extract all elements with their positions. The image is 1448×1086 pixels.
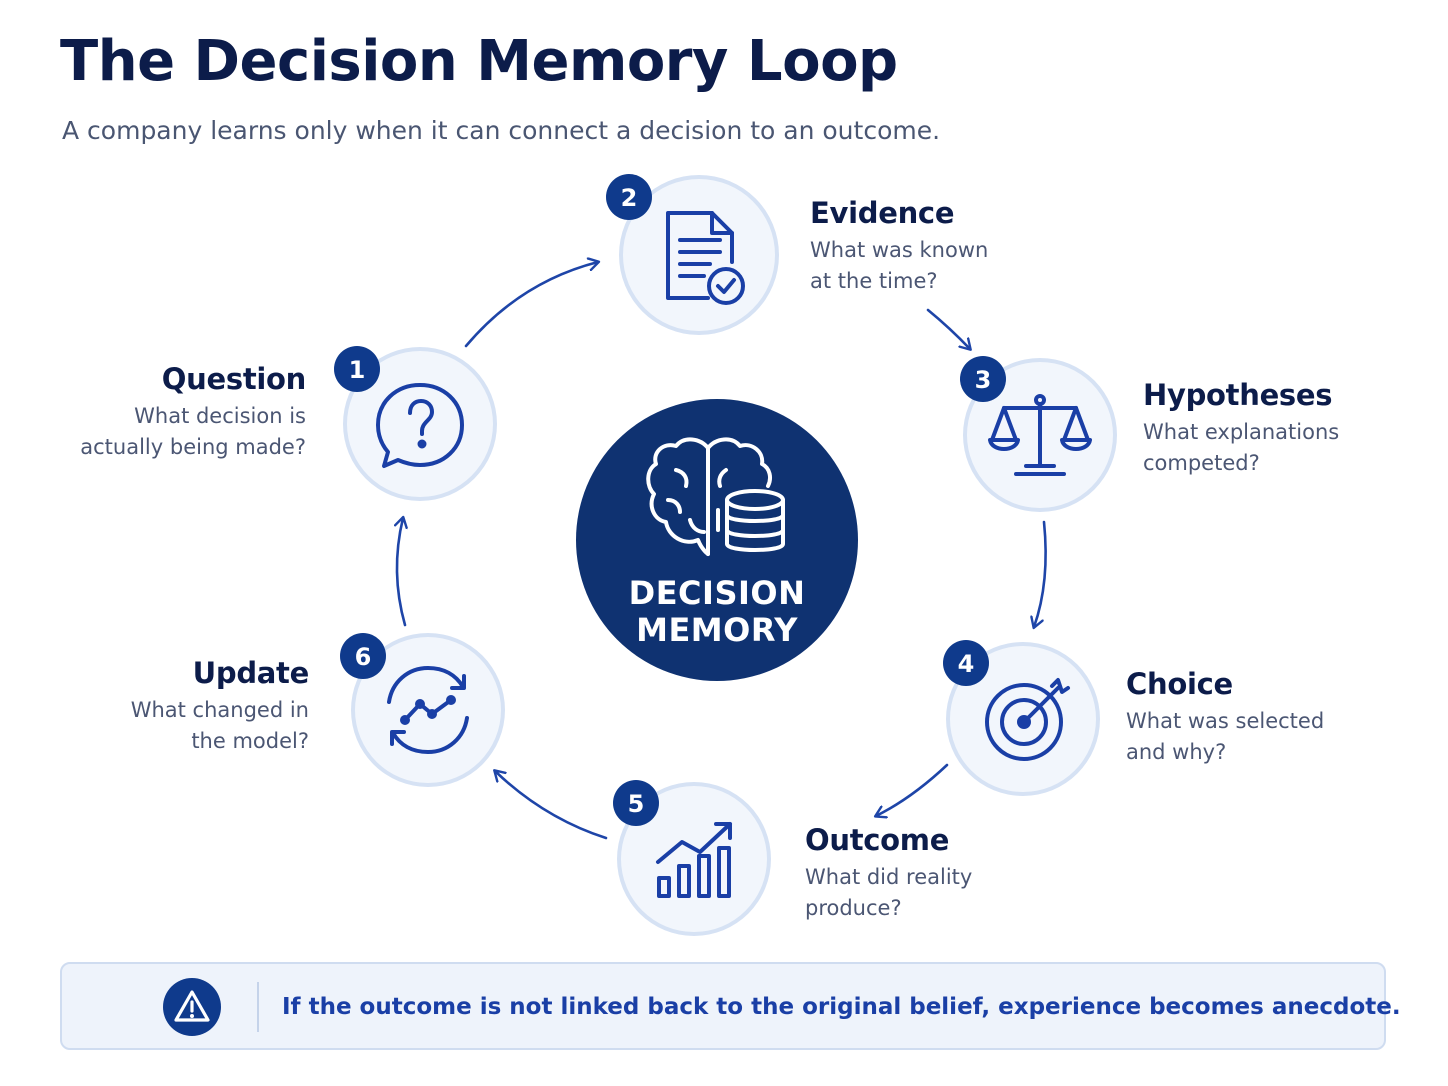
- step-label-hypotheses: Hypotheses What explanations competed?: [1143, 378, 1339, 479]
- target-arrow-icon: [985, 678, 1070, 761]
- node-evidence: 2: [606, 174, 779, 335]
- step-label-choice: Choice What was selected and why?: [1126, 667, 1324, 768]
- step-number-6: 6: [355, 643, 372, 671]
- arrow-2-to-3: [926, 308, 970, 349]
- footer-callout: If the outcome is not linked back to the…: [60, 962, 1401, 1050]
- node-update: 6: [340, 633, 505, 787]
- document-check-icon: [666, 211, 745, 305]
- center-node: [576, 399, 858, 681]
- step-description-question: What decision is actually being made?: [80, 403, 306, 459]
- arrow-4-to-5: [876, 763, 949, 816]
- question-bubble-icon: [376, 383, 464, 468]
- warning-icon: [163, 978, 221, 1036]
- loop-arrows: [397, 262, 1047, 840]
- node-question: 1: [334, 346, 497, 501]
- arrow-5-to-6: [495, 771, 608, 840]
- step-number-4: 4: [958, 650, 975, 678]
- step-number-5: 5: [628, 790, 645, 818]
- node-hypotheses: 3: [960, 356, 1117, 512]
- step-description-evidence: What was known at the time?: [810, 237, 989, 293]
- arrow-3-to-4: [1034, 520, 1047, 627]
- arrow-1-to-2: [464, 262, 598, 348]
- balance-scale-icon: [988, 394, 1092, 476]
- step-title-evidence: Evidence: [810, 196, 955, 230]
- bar-chart-growth-icon: [656, 822, 732, 898]
- step-label-outcome: Outcome What did reality produce?: [805, 823, 972, 924]
- center-label: DECISION MEMORY: [628, 574, 806, 649]
- step-description-hypotheses: What explanations competed?: [1143, 419, 1340, 475]
- step-label-update: Update What changed in the model?: [130, 656, 310, 757]
- brain-database-icon: [646, 437, 785, 556]
- step-number-3: 3: [975, 366, 992, 394]
- step-description-choice: What was selected and why?: [1126, 708, 1325, 764]
- page-subtitle: A company learns only when it can connec…: [62, 116, 941, 145]
- footer-message: If the outcome is not linked back to the…: [282, 994, 1401, 1020]
- page-title: The Decision Memory Loop: [60, 29, 898, 94]
- step-title-update: Update: [192, 656, 310, 690]
- step-title-hypotheses: Hypotheses: [1143, 378, 1333, 412]
- step-number-1: 1: [349, 356, 366, 384]
- refresh-trend-icon: [387, 666, 469, 754]
- step-description-outcome: What did reality produce?: [805, 864, 973, 920]
- footer-divider: [257, 982, 259, 1032]
- step-title-question: Question: [161, 362, 307, 396]
- node-outcome: 5: [613, 780, 771, 936]
- step-description-update: What changed in the model?: [130, 697, 309, 753]
- step-title-choice: Choice: [1126, 667, 1233, 701]
- node-choice: 4: [943, 640, 1100, 796]
- step-title-outcome: Outcome: [805, 823, 950, 857]
- arrow-6-to-1: [397, 518, 405, 627]
- step-label-evidence: Evidence What was known at the time?: [810, 196, 988, 297]
- step-number-2: 2: [621, 184, 638, 212]
- step-label-question: Question What decision is actually being…: [80, 362, 306, 463]
